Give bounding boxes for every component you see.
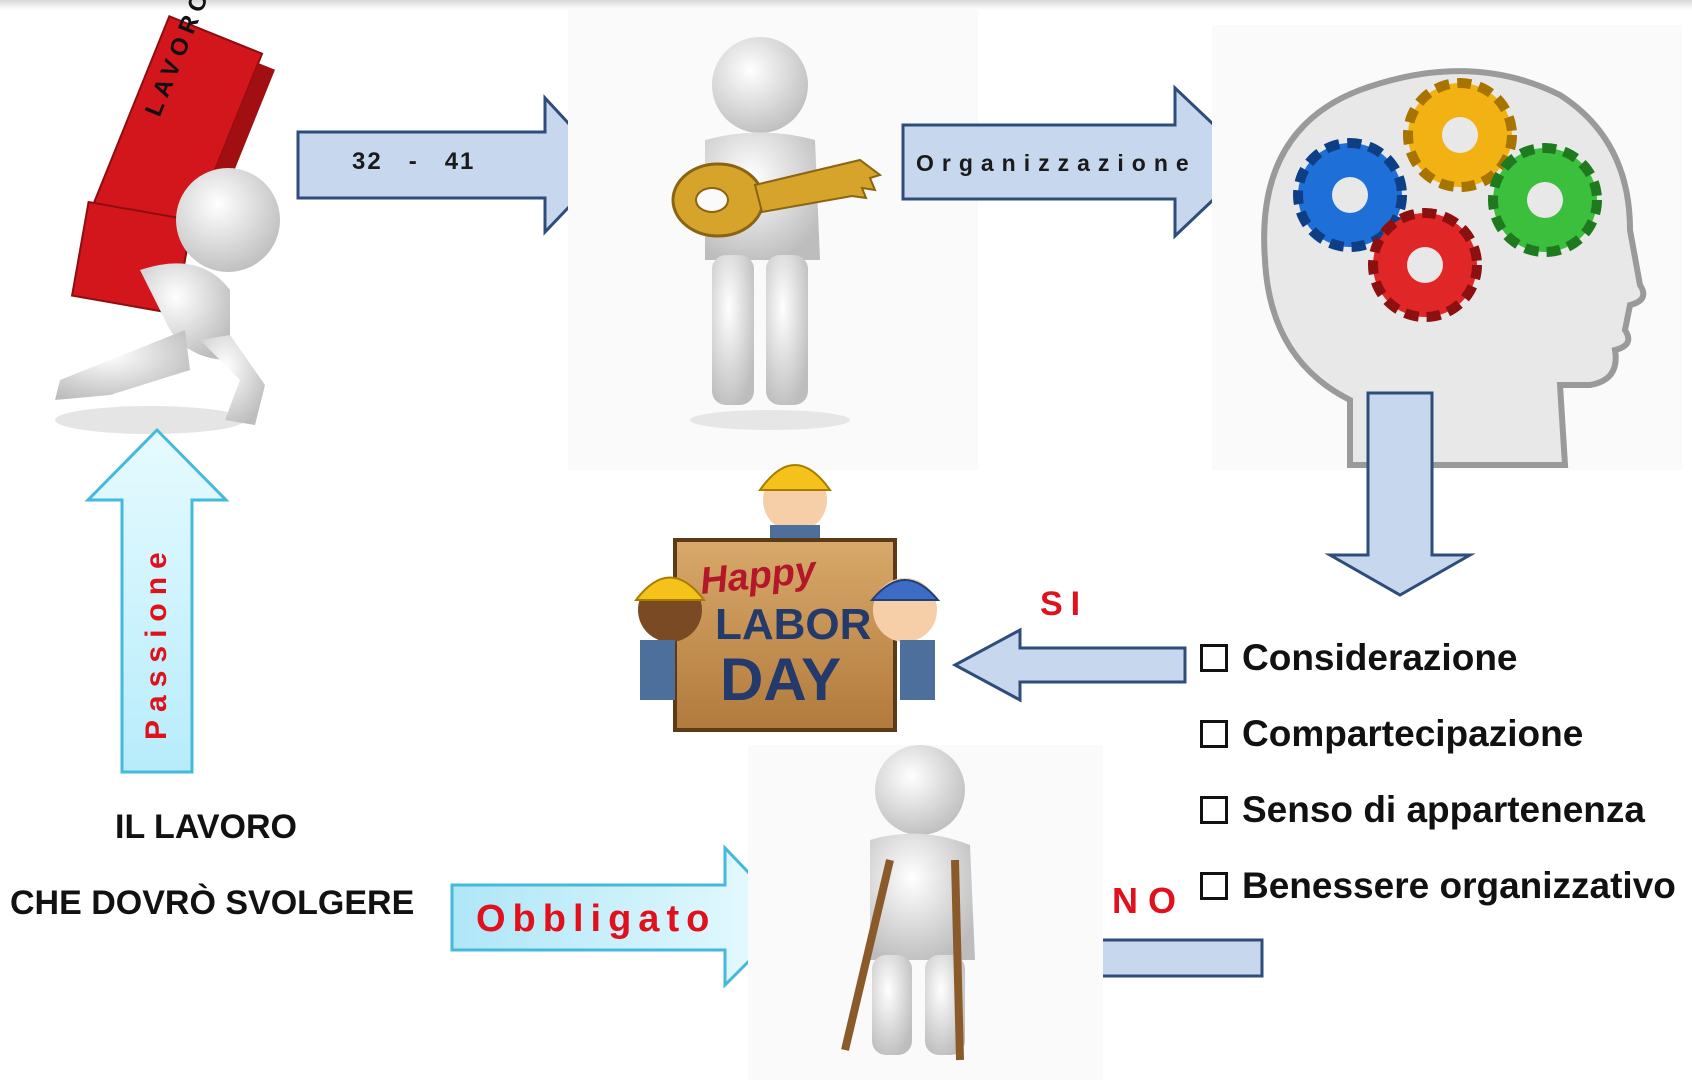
passion-arrow-shape	[84, 427, 230, 774]
happy-labor-day-sign	[633, 464, 941, 732]
list-item: Compartecipazione	[1200, 696, 1676, 772]
yellow-gear-icon	[1403, 78, 1517, 192]
values-checklist: Considerazione Compartecipazione Senso d…	[1200, 620, 1676, 924]
list-item: Senso di appartenenza	[1200, 772, 1676, 848]
down-arrow-shape	[1324, 391, 1476, 597]
sign-labor-text: LABOR	[715, 600, 872, 649]
list-item-label: Benessere organizzativo	[1242, 865, 1676, 906]
red-gear-icon	[1368, 208, 1482, 322]
person-with-crutches-figure	[748, 745, 1103, 1080]
no-label: NO	[1112, 880, 1186, 921]
checkbox-icon	[1200, 872, 1228, 900]
worker-carrying-lavoro-figure	[55, 14, 280, 434]
blue-gear-icon	[1293, 138, 1407, 252]
list-item-label: Compartecipazione	[1242, 713, 1584, 754]
passion-label: Passione	[140, 544, 173, 740]
caption-line-2: CHE DOVRÒ SVOLGERE	[10, 884, 415, 922]
list-item: Considerazione	[1200, 620, 1676, 696]
person-with-key-figure	[568, 10, 978, 470]
list-item-label: Considerazione	[1242, 637, 1518, 678]
checkbox-icon	[1200, 644, 1228, 672]
caption-line-1: IL LAVORO	[115, 808, 297, 846]
list-item-label: Senso di appartenenza	[1242, 789, 1645, 830]
yes-label: SI	[1040, 585, 1089, 623]
checkbox-icon	[1200, 720, 1228, 748]
top-border	[0, 0, 1692, 10]
list-item: Benessere organizzativo	[1200, 848, 1676, 924]
head-with-gears-figure	[1212, 25, 1682, 470]
age-range-label: 32 - 41	[352, 148, 476, 175]
green-gear-icon	[1488, 143, 1602, 257]
organization-label: Organizzazione	[916, 150, 1197, 176]
checkbox-icon	[1200, 796, 1228, 824]
yes-arrow-shape	[951, 627, 1187, 703]
obliged-label: Obbligato	[476, 898, 717, 940]
sign-day-text: DAY	[720, 646, 842, 713]
